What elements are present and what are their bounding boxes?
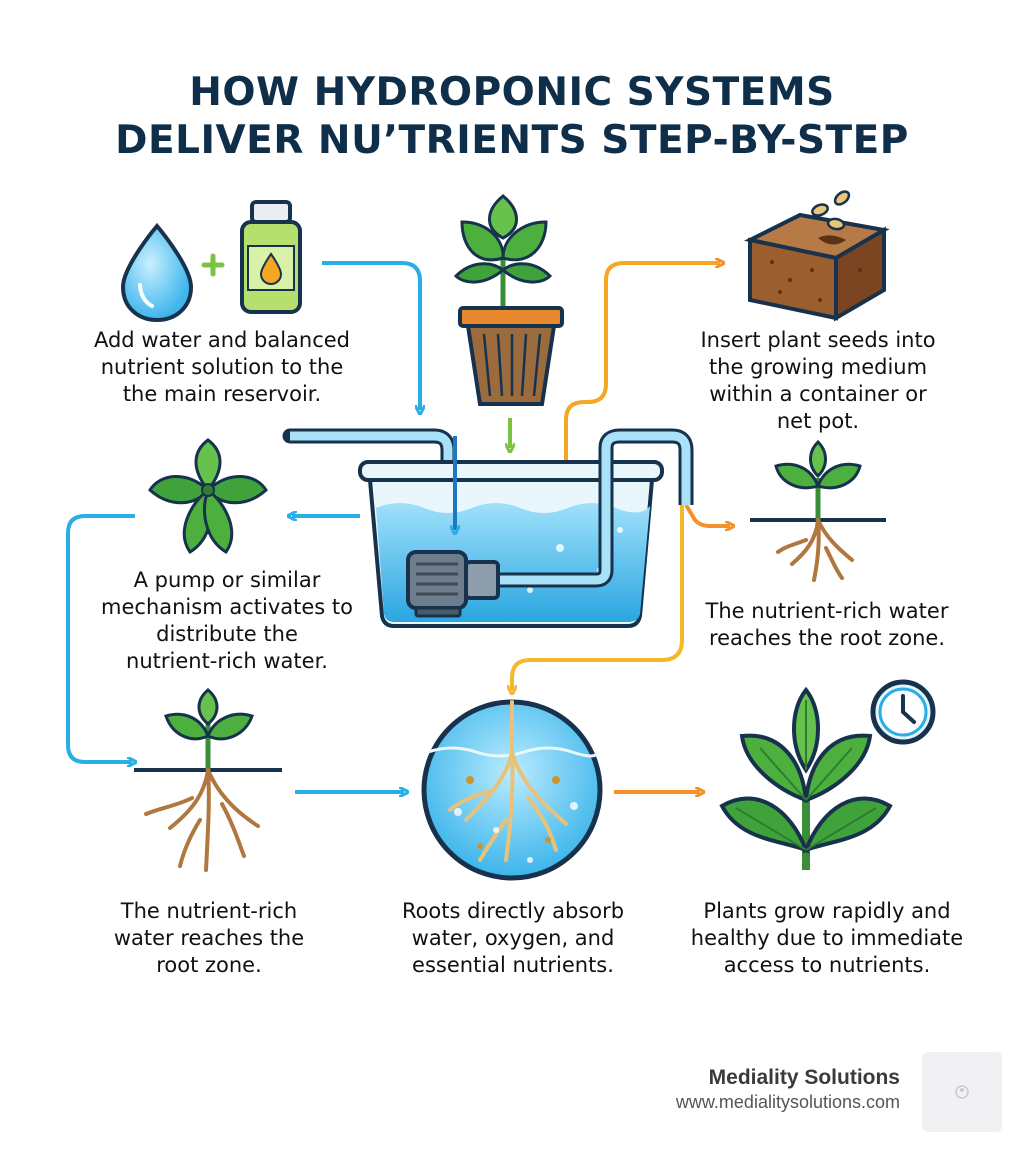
arrow-to-absorb <box>512 505 684 690</box>
step-add-water-caption: Add water and balanced nutrient solution… <box>93 328 351 406</box>
growing-medium-icon <box>743 190 890 322</box>
step-insert-seeds-caption: Insert plant seeds into the growing medi… <box>700 328 936 433</box>
rooted-seedling-icon <box>750 439 886 582</box>
brand-name: Mediality Solutions <box>708 1066 900 1089</box>
brand-logo <box>922 1052 1002 1132</box>
potted-plant-icon <box>453 194 564 406</box>
plus-icon <box>201 253 225 277</box>
rooted-seedling-icon <box>134 688 282 872</box>
large-plant-icon <box>719 686 893 870</box>
step-roots-absorb-caption: Roots directly absorb water, oxygen, and… <box>401 899 625 977</box>
brand-url[interactable]: www.medialitysolutions.com <box>675 1092 900 1112</box>
step-reaches-root-left-caption: The nutrient-rich water reaches the root… <box>113 899 305 977</box>
water-pump-icon <box>406 550 500 618</box>
step-pump-caption: A pump or similar mechanism activates to… <box>101 568 353 673</box>
arrow-to-reservoir <box>322 261 420 410</box>
page-title-line-1: HOW HYDROPONIC SYSTEMS <box>189 70 835 115</box>
leafy-plant-icon <box>148 438 268 555</box>
step-plants-grow-caption: Plants grow rapidly and healthy due to i… <box>690 899 964 977</box>
step-reaches-root-right-caption: The nutrient-rich water reaches the root… <box>705 599 949 650</box>
arrow-to-root-right <box>684 503 730 526</box>
arrow-to-seeds <box>564 263 720 488</box>
clock-icon <box>870 679 936 745</box>
nutrient-bottle-icon <box>240 200 302 314</box>
arrow-pump-down-left <box>66 514 135 762</box>
brand-logo-mark <box>955 1085 969 1099</box>
water-drop-icon <box>120 222 194 323</box>
page-title-line-2: DELIVER NU’TRIENTS STEP-BY-STEP <box>115 118 909 163</box>
root-absorption-icon <box>421 699 603 881</box>
